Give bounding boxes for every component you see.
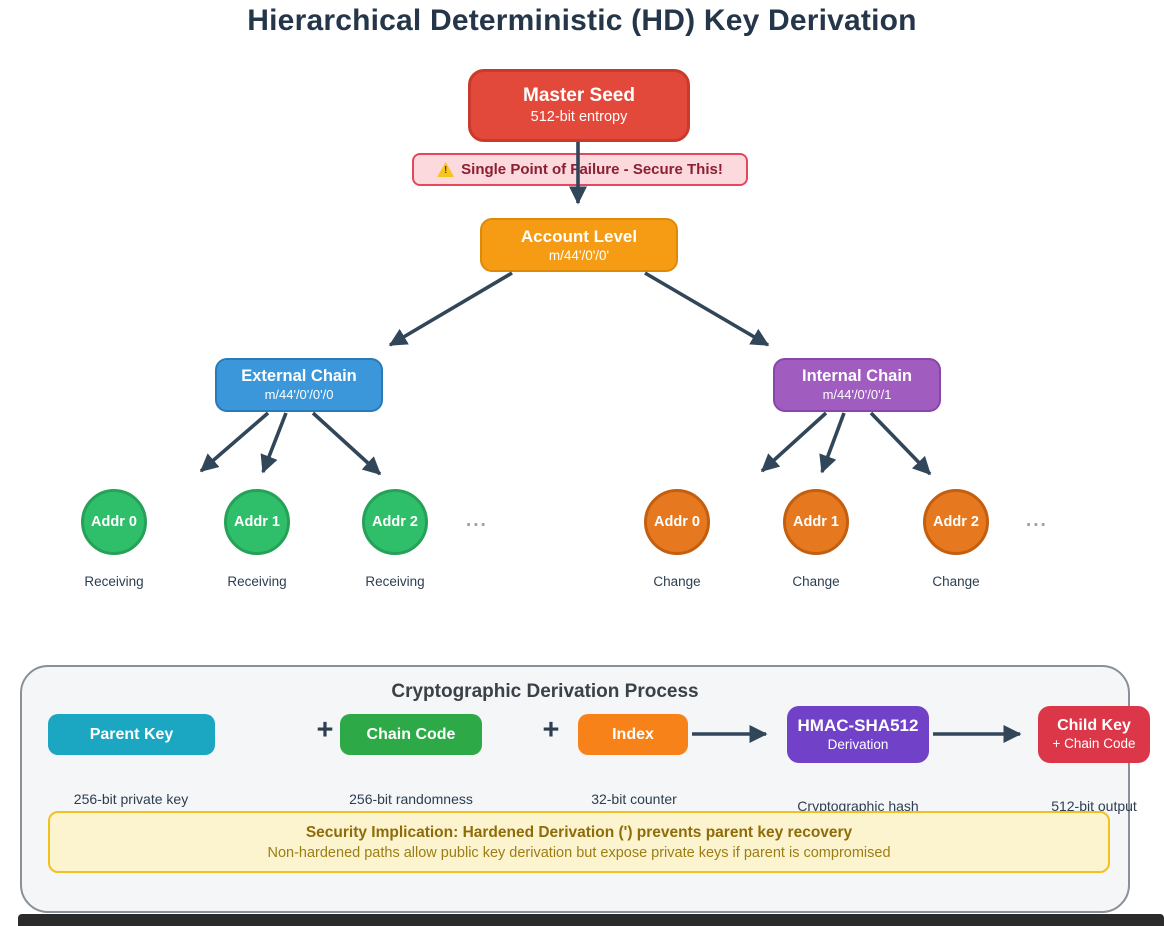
change-addr-0-node: Addr 0 bbox=[644, 489, 710, 555]
change-addr-1-node: Addr 1 bbox=[783, 489, 849, 555]
external-chain-title: External Chain bbox=[241, 367, 357, 386]
external-chain-path: m/44'/0'/0'/0 bbox=[264, 386, 334, 402]
chain-code-label: Chain Code bbox=[366, 725, 456, 743]
account-level-title: Account Level bbox=[520, 226, 638, 246]
change-addr-0-label: Addr 0 bbox=[654, 514, 700, 530]
receiving-addr-1-label: Addr 1 bbox=[234, 514, 280, 530]
arrow-internal-to-addr2 bbox=[869, 411, 932, 476]
internal-chain-path: m/44'/0'/0'/1 bbox=[822, 386, 892, 402]
internal-chain-node: Internal Chain m/44'/0'/0'/1 bbox=[773, 358, 941, 412]
account-level-node: Account Level m/44'/0'/0' bbox=[480, 218, 678, 272]
hmac-caption: Cryptographic hash bbox=[797, 798, 919, 814]
receiving-ellipsis: ... bbox=[466, 510, 488, 531]
master-seed-node: Master Seed 512-bit entropy bbox=[468, 69, 690, 142]
window-edge-bar bbox=[18, 914, 1164, 926]
external-chain-node: External Chain m/44'/0'/0'/0 bbox=[215, 358, 383, 412]
receiving-caption-0: Receiving bbox=[84, 574, 144, 589]
parent-key-caption: 256-bit private key bbox=[73, 791, 189, 807]
change-caption-0: Change bbox=[653, 574, 701, 589]
parent-key-step: Parent Key bbox=[48, 714, 215, 755]
account-level-path: m/44'/0'/0' bbox=[548, 247, 610, 263]
arrow-account-to-external bbox=[388, 271, 513, 347]
receiving-addr-0-label: Addr 0 bbox=[91, 514, 137, 530]
receiving-addr-0-node: Addr 0 bbox=[81, 489, 147, 555]
change-addr-2-label: Addr 2 bbox=[933, 514, 979, 530]
plus-operator-1: + bbox=[316, 714, 334, 746]
change-addr-1-label: Addr 1 bbox=[793, 514, 839, 530]
index-caption: 32-bit counter bbox=[591, 791, 677, 807]
receiving-caption-2: Receiving bbox=[365, 574, 425, 589]
arrow-internal-to-addr1 bbox=[819, 412, 846, 474]
change-addr-2-node: Addr 2 bbox=[923, 489, 989, 555]
change-ellipsis: ... bbox=[1026, 510, 1048, 531]
child-key-sublabel: + Chain Code bbox=[1052, 736, 1136, 752]
warning-text: Single Point of Failure - Secure This! bbox=[461, 161, 723, 178]
child-key-caption: 512-bit output bbox=[1051, 798, 1137, 814]
chain-code-caption: 256-bit randomness bbox=[349, 791, 473, 807]
child-key-step: Child Key + Chain Code bbox=[1038, 706, 1150, 763]
hmac-label: HMAC-SHA512 bbox=[797, 716, 919, 736]
receiving-addr-2-label: Addr 2 bbox=[372, 514, 418, 530]
security-note-heading: Security Implication: Hardened Derivatio… bbox=[305, 823, 853, 841]
warning-triangle-icon bbox=[437, 162, 455, 177]
master-seed-title: Master Seed bbox=[523, 85, 635, 107]
arrow-internal-to-addr0 bbox=[760, 411, 828, 473]
master-seed-subtitle: 512-bit entropy bbox=[530, 108, 628, 125]
receiving-addr-1-node: Addr 1 bbox=[224, 489, 290, 555]
page-title: Hierarchical Deterministic (HD) Key Deri… bbox=[247, 4, 917, 37]
derivation-process-title: Cryptographic Derivation Process bbox=[391, 681, 699, 702]
arrow-account-to-internal bbox=[644, 271, 770, 347]
index-label: Index bbox=[612, 725, 654, 743]
plus-operator-2: + bbox=[542, 714, 560, 746]
hmac-sublabel: Derivation bbox=[827, 736, 889, 752]
change-caption-1: Change bbox=[792, 574, 840, 589]
hmac-sha512-step: HMAC-SHA512 Derivation bbox=[787, 706, 929, 763]
security-implication-note: Security Implication: Hardened Derivatio… bbox=[48, 811, 1110, 873]
index-step: Index bbox=[578, 714, 688, 755]
internal-chain-title: Internal Chain bbox=[801, 367, 912, 386]
child-key-label: Child Key bbox=[1057, 717, 1131, 735]
receiving-addr-2-node: Addr 2 bbox=[362, 489, 428, 555]
arrow-external-to-addr0 bbox=[199, 411, 270, 473]
change-caption-2: Change bbox=[932, 574, 980, 589]
arrow-external-to-addr2 bbox=[311, 411, 382, 476]
single-point-of-failure-warning: Single Point of Failure - Secure This! bbox=[412, 153, 748, 186]
parent-key-label: Parent Key bbox=[89, 725, 174, 743]
arrow-external-to-addr1 bbox=[260, 412, 288, 474]
receiving-caption-1: Receiving bbox=[227, 574, 287, 589]
security-note-body: Non-hardened paths allow public key deri… bbox=[267, 844, 891, 861]
chain-code-step: Chain Code bbox=[340, 714, 482, 755]
